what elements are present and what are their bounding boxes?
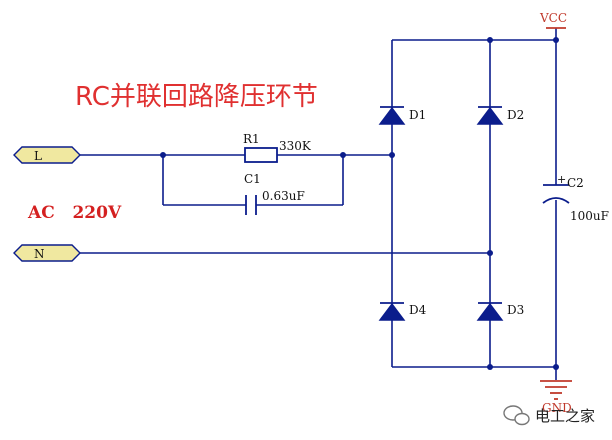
c1-ref: C1	[244, 172, 261, 186]
port-l-label: L	[34, 149, 42, 163]
wires	[80, 28, 557, 380]
d1-ref: D1	[409, 108, 426, 122]
ground-symbol: GND	[540, 380, 572, 415]
port-l: L	[13, 146, 81, 164]
diagram-title: RC并联回路降压环节	[75, 82, 318, 112]
c1-value: 0.63uF	[262, 189, 305, 203]
d4-ref: D4	[409, 303, 427, 317]
capacitor-c1: C1 0.63uF	[244, 172, 305, 215]
diode-d3: D3	[476, 302, 524, 321]
watermark-text: 电工之家	[535, 407, 595, 425]
port-n: N	[13, 244, 81, 262]
r1-ref: R1	[243, 132, 260, 146]
port-n-label: N	[34, 247, 45, 261]
d2-ref: D2	[507, 108, 524, 122]
c2-ref: C2	[567, 176, 584, 190]
wechat-icon	[503, 405, 530, 426]
capacitor-c2: + C2 100uF	[542, 173, 609, 223]
vcc-label: VCC	[539, 11, 567, 25]
c2-value: 100uF	[570, 209, 609, 223]
diode-d1: D1	[378, 106, 426, 125]
gnd-label: GND	[542, 401, 572, 415]
ac-voltage-label: AC 220V	[27, 203, 122, 223]
watermark: 电工之家	[503, 405, 595, 426]
junctions	[160, 37, 559, 370]
resistor-r1: R1 330K	[243, 132, 312, 163]
d3-ref: D3	[507, 303, 524, 317]
vcc-rail: VCC	[539, 11, 567, 29]
r1-value: 330K	[279, 139, 312, 153]
c2-polarity: +	[557, 173, 566, 186]
diode-d4: D4	[378, 302, 427, 321]
diode-d2: D2	[476, 106, 524, 125]
